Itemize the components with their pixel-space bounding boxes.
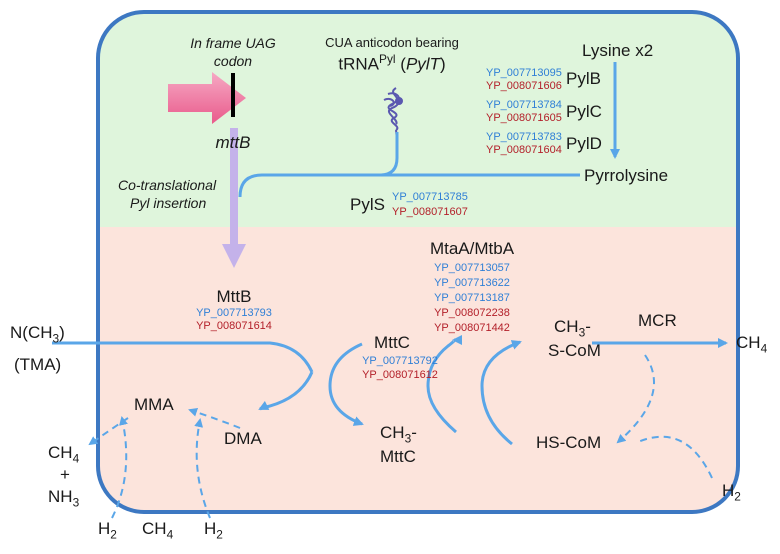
mma-label: MMA — [134, 395, 174, 414]
mtaa-mtba-label: MtaA/MtbA — [429, 239, 515, 258]
h2-middle: H2 — [204, 520, 223, 541]
trna-main: tRNA — [338, 54, 380, 74]
ch3-mttc-line1: CH3- — [380, 424, 417, 445]
cotranslational-label-line1: Co-translational — [118, 177, 217, 193]
pylc-accession-red: YP_008071605 — [486, 112, 562, 124]
mttc-label: MttC — [374, 333, 410, 352]
ch4-bottom-ch: CH — [142, 519, 167, 538]
uag-codon-label-line2: codon — [213, 53, 253, 69]
ch4-left-sub: 4 — [72, 451, 80, 466]
pylb-label: PylB — [566, 69, 601, 88]
h2-middle-dashed — [194, 418, 211, 519]
ch3-s-com-ch: CH — [554, 317, 579, 336]
mtaa-accession-blue-3: YP_007713187 — [434, 292, 510, 304]
ch4-left-ch: CH — [48, 443, 73, 462]
pylc-label: PylC — [566, 102, 602, 121]
cotranslational-label-line2: Pyl insertion — [130, 195, 207, 211]
mcr-to-hscom-dashed — [616, 354, 655, 444]
dma-label: DMA — [224, 429, 262, 448]
mtaa-to-mttc-arrow — [426, 335, 463, 434]
ch4-product: CH4 — [736, 334, 767, 355]
pyls-accession-red: YP_008071607 — [392, 206, 468, 218]
tma-formula-end: ) — [59, 323, 65, 342]
ch4-left: CH4 — [48, 444, 79, 465]
ch3-mttc-dash: - — [411, 423, 417, 442]
tma-label: (TMA) — [14, 355, 62, 374]
lysine-label: Lysine x2 — [582, 41, 654, 60]
nh3-nh: NH — [48, 487, 73, 506]
mttb-accession-blue: YP_007713793 — [196, 307, 272, 319]
trna-pyl-label: tRNAPyl (PylT) — [338, 52, 446, 74]
pylt-gene: PylT — [405, 54, 440, 74]
cell-border — [96, 10, 740, 514]
h2-left-h: H — [98, 519, 111, 538]
h2-right-sub: 2 — [734, 489, 741, 504]
tma-formula: N(CH3) — [10, 324, 65, 345]
hs-com-label: HS-CoM — [536, 433, 602, 452]
trna-paren-open: ( — [395, 54, 406, 74]
h2-middle-h: H — [204, 519, 217, 538]
ch4-bottom: CH4 — [142, 520, 173, 541]
tma-formula-start: N(CH — [10, 323, 53, 342]
mtaa-accession-red-2: YP_008071442 — [434, 322, 510, 334]
ch3-s-com-line1: CH3- — [554, 318, 591, 339]
nh3-sub: 3 — [72, 495, 80, 510]
ch4-bottom-sub: 4 — [166, 527, 174, 542]
pyld-accession-blue: YP_007713783 — [486, 131, 562, 143]
cell-compartments — [98, 12, 738, 512]
cotranslational-arrow-head — [222, 244, 246, 268]
mttb-to-dma-arrow — [258, 371, 314, 411]
ch3-mttc-sub: 3 — [404, 431, 412, 446]
cytoplasm-bottom-region — [98, 227, 738, 512]
mttc-cycle-arrow — [328, 342, 364, 426]
plus-sign: + — [60, 465, 70, 484]
cua-anticodon-label: CUA anticodon bearing — [325, 35, 459, 50]
ch3-s-com-line2: S-CoM — [548, 341, 601, 360]
h2-left: H2 — [98, 520, 117, 541]
ch3-s-com-dash: - — [585, 317, 591, 336]
pyld-label: PylD — [566, 134, 602, 153]
pyls-accession-blue: YP_007713785 — [392, 191, 468, 203]
pyld-accession-red: YP_008071604 — [486, 144, 562, 156]
h2-right: H2 — [722, 482, 741, 503]
mcr-label: MCR — [638, 311, 677, 330]
h2-left-dashed — [111, 416, 128, 519]
pylb-accession-blue: YP_007713095 — [486, 67, 562, 79]
nh3-label: NH3 — [48, 488, 79, 509]
mttc-accession-red: YP_008071612 — [362, 369, 438, 381]
mttb-gene-arrow — [168, 72, 246, 124]
ch3-mttc-line2: MttC — [380, 447, 416, 466]
mttb-protein-label: MttB — [216, 287, 252, 306]
ch4-product-ch: CH — [736, 333, 761, 352]
ch3-mttc-ch: CH — [380, 423, 405, 442]
mtaa-accession-blue-1: YP_007713057 — [434, 262, 510, 274]
h2-right-dashed — [637, 435, 713, 479]
mttb-gene-label: mttB — [215, 133, 251, 152]
ch3-s-com-sub: 3 — [578, 325, 586, 340]
dma-to-mma-dashed — [188, 407, 241, 429]
cytoplasm-top-region — [98, 12, 738, 227]
mtaa-accession-blue-2: YP_007713622 — [434, 277, 510, 289]
mtaa-accession-red-1: YP_008072238 — [434, 307, 510, 319]
trna-link-line — [379, 132, 399, 177]
pyls-label: PylS — [350, 195, 385, 214]
tma-inflow-line — [52, 341, 314, 373]
pyrrolysine-delivery-line — [238, 173, 580, 198]
mtaa-to-ch3scom-arrow — [480, 340, 522, 446]
mttc-accession-blue: YP_007713792 — [362, 355, 438, 367]
h2-right-h: H — [722, 481, 735, 500]
mttb-accession-red: YP_008071614 — [196, 320, 272, 332]
tma-formula-sub: 3 — [52, 331, 60, 346]
uag-codon-label-line1: In frame UAG — [190, 35, 276, 51]
pylb-accession-red: YP_008071606 — [486, 80, 562, 92]
ch4-product-sub: 4 — [760, 341, 768, 356]
h2-left-sub: 2 — [110, 527, 117, 542]
trna-sup: Pyl — [379, 52, 396, 66]
h2-middle-sub: 2 — [216, 527, 223, 542]
pyrrolysine-label: Pyrrolysine — [584, 166, 669, 185]
pylc-accession-blue: YP_007713784 — [486, 99, 562, 111]
trna-paren-close: ) — [439, 54, 446, 74]
